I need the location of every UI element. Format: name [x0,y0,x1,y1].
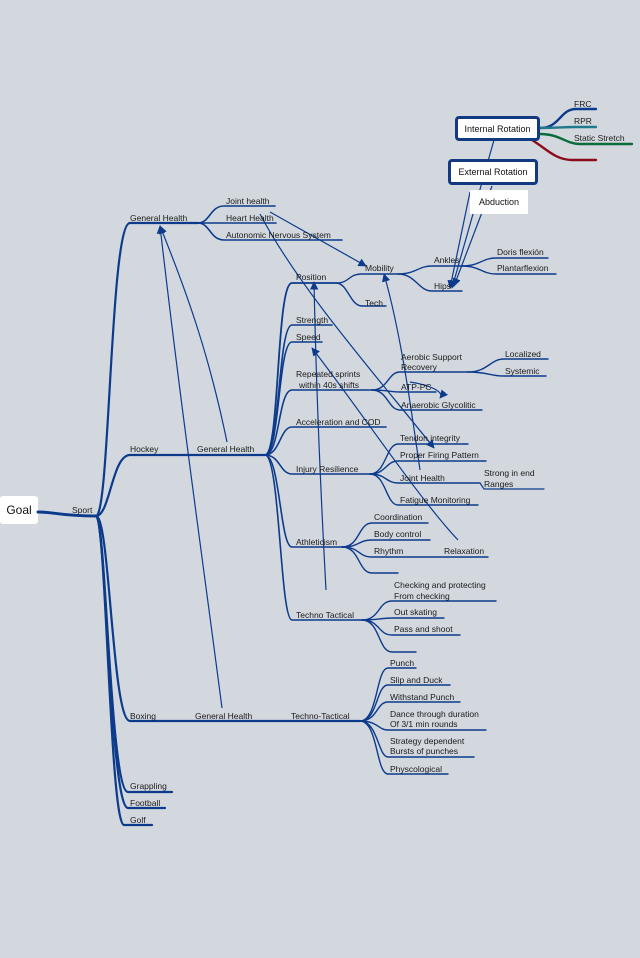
rhythm-label[interactable]: Rhythm [374,546,403,556]
aerobic-support-label-2[interactable]: Recovery [401,362,438,372]
golf-label[interactable]: Golf [130,815,146,825]
goal-node[interactable]: Goal [0,496,38,524]
techno-tactical-label[interactable]: Techno Tactical [296,610,354,620]
acceleration-label[interactable]: Acceleration and COD [296,417,381,427]
psychological-label[interactable]: Physcological [390,764,442,774]
repeated-sprints-label-2[interactable]: within 40s shifts [298,380,359,390]
relaxation-label[interactable]: Relaxation [444,546,484,556]
dance-label-1[interactable]: Dance through duration [390,709,479,719]
sport-label[interactable]: Sport [72,505,93,515]
boxing-techno-tactical-label[interactable]: Techno-Tactical [291,711,350,721]
firing-pattern-label[interactable]: Proper Firing Pattern [400,450,479,460]
strong-end-label-2[interactable]: Ranges [484,479,513,489]
atp-pc-label[interactable]: ATP-PC [401,382,432,392]
dance-label-2[interactable]: Of 3/1 min rounds [390,719,458,729]
pass-shoot-label[interactable]: Pass and shoot [394,624,453,634]
coordination-label[interactable]: Coordination [374,512,422,522]
repeated-sprints-label-1[interactable]: Repeated sprints [296,369,360,379]
football-label[interactable]: Football [130,798,160,808]
aerobic-support-label-1[interactable]: Aerobic Support [401,352,463,362]
slip-duck-label[interactable]: Slip and Duck [390,675,443,685]
hockey-general-health-label[interactable]: General Health [197,444,254,454]
position-label[interactable]: Position [296,272,327,282]
punch-label[interactable]: Punch [390,658,414,668]
systemic-label[interactable]: Systemic [505,366,540,376]
tendon-integrity-label[interactable]: Tendon integrity [400,433,461,443]
abduction-node[interactable]: Abduction [470,190,528,214]
dorsiflexion-label[interactable]: Doris flexión [497,247,544,257]
heart-health-label[interactable]: Heart Health [226,213,274,223]
rpr-label[interactable]: RPR [574,116,592,126]
internal-rotation-node[interactable]: Internal Rotation [455,116,540,141]
strategy-label-2[interactable]: Bursts of punches [390,746,458,756]
grappling-label[interactable]: Grappling [130,781,167,791]
general-health-top-label[interactable]: General Health [130,213,187,223]
strength-label[interactable]: Strength [296,315,328,325]
hips-label[interactable]: Hips [434,281,451,291]
fatigue-label[interactable]: Fatigue Monitoring [400,495,471,505]
speed-label[interactable]: Speed [296,332,321,342]
frc-label[interactable]: FRC [574,99,591,109]
strategy-label-1[interactable]: Strategy dependent [390,736,465,746]
static-stretch-label[interactable]: Static Stretch [574,133,625,143]
anaerobic-label[interactable]: Anaerobic Glycolitic [401,400,476,410]
joint-health-hockey-label[interactable]: Joint Health [400,473,445,483]
athleticism-label[interactable]: Athleticism [296,537,337,547]
injury-resilience-label[interactable]: Injury Resilience [296,464,359,474]
boxing-general-health-label[interactable]: General Health [195,711,252,721]
strong-end-label-1[interactable]: Strong in end [484,468,535,478]
ans-label[interactable]: Autonomic Nervous System [226,230,331,240]
checking-label-1[interactable]: Checking and protecting [394,580,486,590]
withstand-label[interactable]: Withstand Punch [390,692,455,702]
mobility-label[interactable]: Mobility [365,263,395,273]
joint-health-label[interactable]: Joint health [226,196,270,206]
tech-label[interactable]: Tech [365,298,383,308]
ankles-label[interactable]: Ankles [434,255,460,265]
boxing-label[interactable]: Boxing [130,711,156,721]
plantarflexion-label[interactable]: Plantarflexion [497,263,549,273]
checking-label-2[interactable]: From checking [394,591,450,601]
out-skating-label[interactable]: Out skating [394,607,437,617]
external-rotation-node[interactable]: External Rotation [448,159,538,185]
hockey-label[interactable]: Hockey [130,444,159,454]
body-control-label[interactable]: Body control [374,529,421,539]
localized-label[interactable]: Localized [505,349,541,359]
